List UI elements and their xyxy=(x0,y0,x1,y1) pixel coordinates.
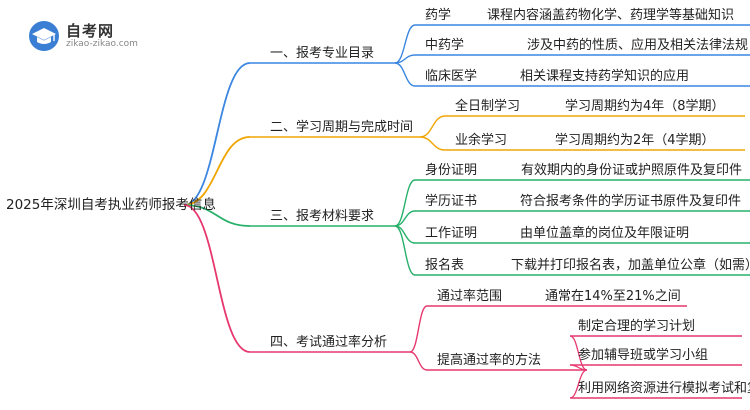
leaf-connector-3-1 xyxy=(394,179,416,227)
logo-subtitle: zikao-zikao.com xyxy=(66,39,138,49)
leaf-detail-3-1: 有效期内的身份证或护照原件及复印件 xyxy=(521,163,743,178)
site-logo: 自考网 zikao-zikao.com xyxy=(28,20,168,52)
leaf-label-1-1: 药学 xyxy=(425,8,452,23)
branch-connector-4 xyxy=(183,204,251,353)
branch-label-3: 三、报考材料要求 xyxy=(270,209,375,224)
leaf-connector-3-2 xyxy=(394,210,416,227)
leaf-detail-2-2: 学习周期约为2年（4学期） xyxy=(555,133,715,148)
leaf-detail-3-4: 下载并打印报名表，加盖单位公章（如需） xyxy=(511,258,750,273)
leaf-connector-1-3 xyxy=(394,62,416,87)
sub-connector-3 xyxy=(569,369,588,399)
leaf-connector-3-4 xyxy=(394,225,416,276)
graduation-cap-icon xyxy=(29,21,59,51)
leaf-connector-4-2 xyxy=(409,351,428,371)
sub-connector-1 xyxy=(569,335,588,371)
branch-connector-2 xyxy=(183,136,251,206)
leaf-detail-1-2: 涉及中药的性质、应用及相关法律法规 xyxy=(527,38,749,53)
leaf-connector-2-1 xyxy=(419,115,446,138)
leaf-label-3-3: 工作证明 xyxy=(425,226,478,241)
branch-label-1: 一、报考专业目录 xyxy=(270,46,375,61)
branch-connector-1 xyxy=(183,62,251,206)
branch-label-2: 二、学习周期与完成时间 xyxy=(270,120,414,135)
leaf-label-2-2: 业余学习 xyxy=(455,133,508,148)
leaf-label-3-1: 身份证明 xyxy=(425,163,478,178)
leaf-detail-3-3: 由单位盖章的岗位及年限证明 xyxy=(520,226,690,241)
leaf-label-2-1: 全日制学习 xyxy=(455,99,521,114)
logo-title: 自考网 xyxy=(66,22,115,40)
leaf-label-4-1: 通过率范围 xyxy=(437,289,503,304)
leaf-label-4-2: 提高通过率的方法 xyxy=(437,353,542,368)
leaf-detail-4-1: 通常在14%至21%之间 xyxy=(545,289,681,304)
leaf-detail-3-2: 符合报考条件的学历证书原件及复印件 xyxy=(520,194,742,209)
sub-detail-2: 参加辅导班或学习小组 xyxy=(578,348,709,363)
leaf-label-1-2: 中药学 xyxy=(425,38,465,53)
leaf-connector-2-2 xyxy=(419,136,446,151)
leaf-label-3-2: 学历证书 xyxy=(425,194,478,209)
leaf-connector-4-1 xyxy=(409,305,428,353)
sub-detail-3: 利用网络资源进行模拟考试和复习 xyxy=(578,381,750,396)
leaf-label-3-4: 报名表 xyxy=(425,258,465,273)
branch-connector-3 xyxy=(183,204,251,227)
leaf-detail-2-1: 学习周期约为4年（8学期） xyxy=(565,99,725,114)
leaf-detail-1-1: 课程内容涵盖药物化学、药理学等基础知识 xyxy=(487,8,735,23)
root-node: 2025年深圳自考执业药师报考信息 xyxy=(6,197,216,213)
sub-detail-1: 制定合理的学习计划 xyxy=(578,319,696,334)
leaf-connector-1-1 xyxy=(394,24,416,64)
leaf-detail-1-3: 相关课程支持药学知识的应用 xyxy=(520,69,690,84)
branch-label-4: 四、考试通过率分析 xyxy=(270,335,388,350)
leaf-label-1-3: 临床医学 xyxy=(425,69,478,84)
